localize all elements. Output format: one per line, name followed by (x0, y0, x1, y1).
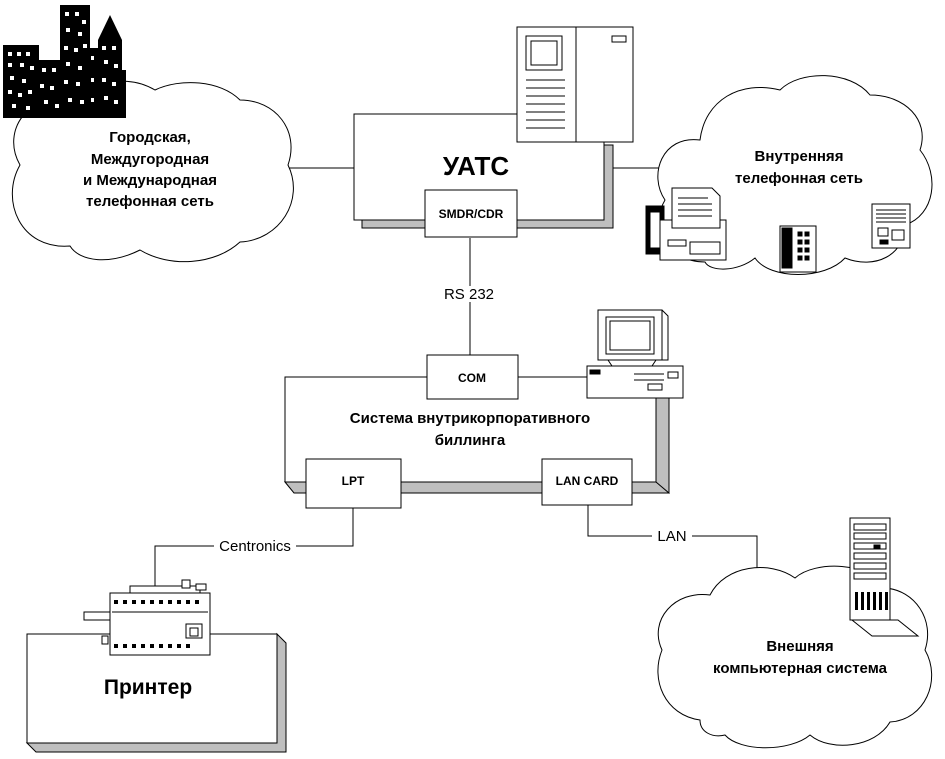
lan-card-port-label: LAN CARD (556, 474, 619, 488)
billing-title-line-2: биллинга (435, 432, 506, 449)
billing-title-line-1: Система внутрикорпоративного (350, 410, 590, 427)
centronics-link-label: Centronics (219, 538, 291, 555)
external-system-cloud (657, 565, 933, 749)
fax-machine-icon (645, 187, 727, 261)
internal-network-label: Внутренняя телефонная сеть (735, 148, 863, 187)
pbx-title: УАТС (443, 151, 510, 181)
pbx-cabinet-icon (516, 26, 634, 143)
external-label-line-1: Внешняя (766, 638, 833, 655)
lpt-port: LPT (305, 458, 402, 509)
centronics-label-bg (214, 538, 296, 554)
rs232-label-bg (440, 286, 498, 302)
city-label-line-2: Междугородная (91, 151, 209, 168)
city-label-line-4: телефонная сеть (86, 193, 214, 210)
city-network-label: Городская, Междугородная и Международная… (83, 129, 217, 210)
billing-title: Система внутрикорпоративного биллинга (350, 410, 590, 449)
internal-label-line-1: Внутренняя (755, 148, 844, 165)
com-port: COM (426, 354, 519, 400)
rs232-link-label: RS 232 (444, 286, 494, 303)
external-system-label: Внешняя компьютерная система (713, 638, 888, 677)
smdr-port: SMDR/CDR (424, 189, 518, 238)
lan-label-bg (652, 528, 692, 544)
city-label-line-3: и Международная (83, 172, 217, 189)
printer-icon (83, 579, 211, 656)
internal-label-line-2: телефонная сеть (735, 170, 863, 187)
city-label-line-1: Городская, (109, 129, 190, 146)
server-tower-icon (849, 517, 920, 637)
lan-link-label: LAN (657, 528, 686, 545)
lpt-port-label: LPT (342, 474, 365, 488)
printer-label: Принтер (104, 676, 192, 699)
city-skyline-icon (3, 5, 126, 118)
pc-icon (586, 309, 684, 399)
answering-machine-icon (871, 203, 911, 249)
smdr-port-label: SMDR/CDR (439, 207, 504, 221)
city-network-cloud (11, 80, 294, 263)
lan-card-port: LAN CARD (541, 458, 633, 506)
external-label-line-2: компьютерная система (713, 660, 888, 677)
desk-phone-icon (779, 225, 817, 273)
com-port-label: COM (458, 371, 486, 385)
